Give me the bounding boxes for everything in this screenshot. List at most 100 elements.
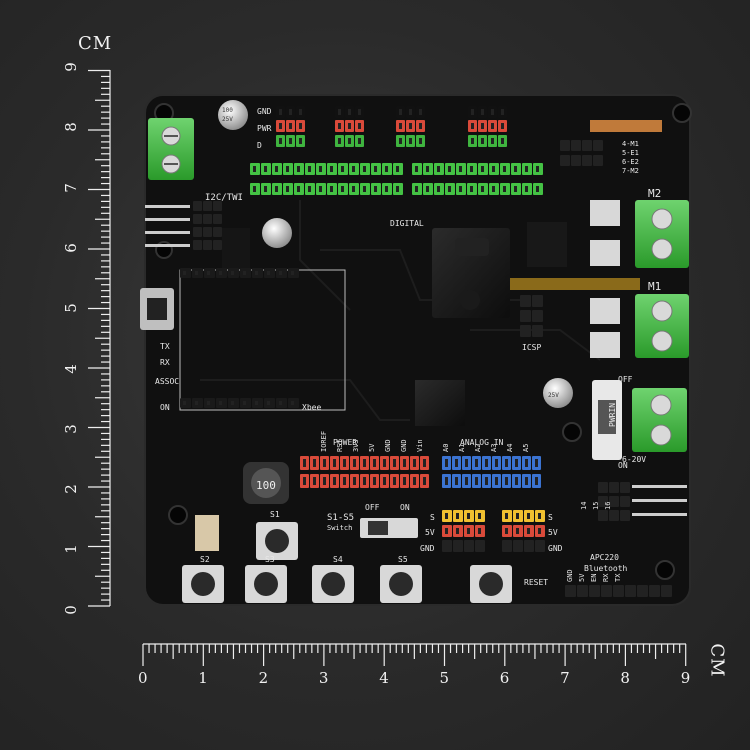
icsp-header — [520, 295, 543, 337]
label-6-20v: 6-20V — [622, 455, 646, 464]
label-gnd-servo: GND — [420, 544, 435, 553]
label-d: D — [257, 141, 262, 150]
motor-mode-label: 4-M1 — [622, 140, 639, 148]
label-pwr: PWR — [257, 124, 272, 133]
gold-trace — [510, 278, 640, 290]
microcontroller-chip — [415, 380, 465, 426]
power-terminal-top-left — [148, 118, 194, 180]
capacitor-right: 25V — [543, 378, 573, 408]
label-5v-right: 5V — [548, 528, 558, 537]
horizontal-ruler-number: 0 — [138, 669, 148, 687]
s1-s5-switch — [360, 518, 418, 538]
motor-terminal-m2 — [635, 200, 689, 268]
mosfets — [590, 200, 620, 358]
label-digital: DIGITAL — [390, 219, 424, 228]
label-s1-s5: S1-S5 — [327, 513, 354, 523]
silkscreen-label: IOREF — [320, 431, 328, 452]
digital-green-headers — [250, 163, 543, 195]
silkscreen-label: TX — [614, 573, 622, 582]
silkscreen-label: A1 — [458, 444, 466, 452]
silkscreen-label: A5 — [522, 444, 530, 452]
silkscreen-label: A2 — [474, 444, 482, 452]
vertical-ruler-unit: CM — [78, 33, 113, 54]
top-pin-headers — [276, 106, 507, 147]
label-bluetooth: Bluetooth — [584, 564, 628, 573]
power-terminal-pwrin — [632, 388, 687, 452]
label-s2: S2 — [200, 555, 210, 564]
label-power: POWER — [333, 438, 357, 447]
horizontal-ruler-number: 8 — [620, 669, 630, 687]
silkscreen-label: GND — [384, 439, 392, 452]
label-gnd: GND — [257, 107, 272, 116]
horizontal-ruler-number: 5 — [439, 669, 450, 687]
label-i2c: I2C/TWI — [205, 193, 243, 203]
label-off: OFF — [618, 375, 633, 384]
label-s1: S1 — [270, 510, 280, 519]
horizontal-ruler-ticks — [142, 643, 687, 666]
silkscreen-label: GND — [566, 569, 574, 582]
motor-mode-label: 7-M2 — [622, 167, 639, 175]
label-switch-off: OFF — [365, 503, 380, 512]
label-pwrin: PWRIN — [608, 403, 617, 427]
label-m2: M2 — [648, 187, 661, 200]
silkscreen-label: 15 — [592, 502, 600, 510]
label-gnd-right: GND — [548, 544, 563, 553]
servo-header-14-16 — [598, 482, 687, 521]
capacitor-mid — [262, 218, 292, 248]
silkscreen-label: EN — [590, 574, 598, 582]
traces — [200, 200, 601, 421]
label-s5: S5 — [398, 555, 408, 564]
xbee-socket — [179, 268, 346, 411]
silkscreen-label: A3 — [490, 444, 498, 452]
horizontal-ruler-number: 1 — [198, 669, 208, 687]
top-right-connector — [590, 120, 662, 132]
label-switch: Switch — [327, 524, 352, 532]
micro-usb-port — [140, 288, 174, 330]
motor-driver-chip — [432, 228, 510, 318]
label-assoc: ASSOC — [155, 377, 179, 386]
horizontal-ruler-number: 6 — [499, 669, 510, 687]
label-switch-on: ON — [400, 503, 410, 512]
svg-text:100: 100 — [222, 107, 233, 114]
inductor — [243, 462, 289, 504]
svg-text:25V: 25V — [548, 392, 559, 399]
label-tx: TX — [160, 342, 170, 351]
silkscreen-label: A4 — [506, 444, 514, 452]
silkscreen-label: 5V — [578, 573, 586, 582]
label-apc220: APC220 — [590, 553, 619, 562]
silkscreen-label: 14 — [580, 502, 588, 510]
horizontal-ruler-number: 7 — [560, 669, 570, 687]
label-analog-in: ANALOG IN — [460, 438, 504, 447]
apc220-header — [565, 585, 672, 597]
capacitor-top: 100 25V — [218, 100, 248, 130]
i2c-pins — [145, 201, 222, 250]
label-m1: M1 — [648, 280, 661, 293]
label-on-led: ON — [160, 403, 170, 412]
horizontal-ruler-number: 4 — [379, 669, 389, 687]
silkscreen-label: RST — [336, 439, 344, 452]
label-5v: 5V — [425, 528, 435, 537]
silkscreen-label: RX — [602, 573, 610, 582]
servo-header-right — [502, 510, 545, 552]
label-s: S — [430, 513, 435, 522]
motor-mode-label: 6-E2 — [622, 158, 639, 166]
horizontal-ruler-number: 3 — [318, 669, 329, 687]
servo-header-left — [442, 510, 485, 552]
small-ic-2 — [527, 222, 567, 267]
silkscreen-label: A0 — [442, 444, 450, 452]
silkscreen-label: 3V3 — [352, 439, 360, 452]
silkscreen-label: GND — [400, 439, 408, 452]
label-xbee: Xbee — [302, 403, 321, 412]
silkscreen-label: Vin — [416, 439, 424, 452]
power-header — [300, 456, 429, 488]
horizontal-ruler-number: 9 — [680, 669, 691, 687]
motor-terminal-m1 — [635, 294, 689, 358]
motor-mode-jumpers — [560, 140, 603, 166]
label-on: ON — [618, 461, 628, 470]
svg-text:25V: 25V — [222, 116, 233, 123]
silkscreen-label: 5V — [368, 443, 376, 452]
label-reset: RESET — [524, 578, 548, 587]
silkscreen-label: 16 — [604, 502, 612, 510]
